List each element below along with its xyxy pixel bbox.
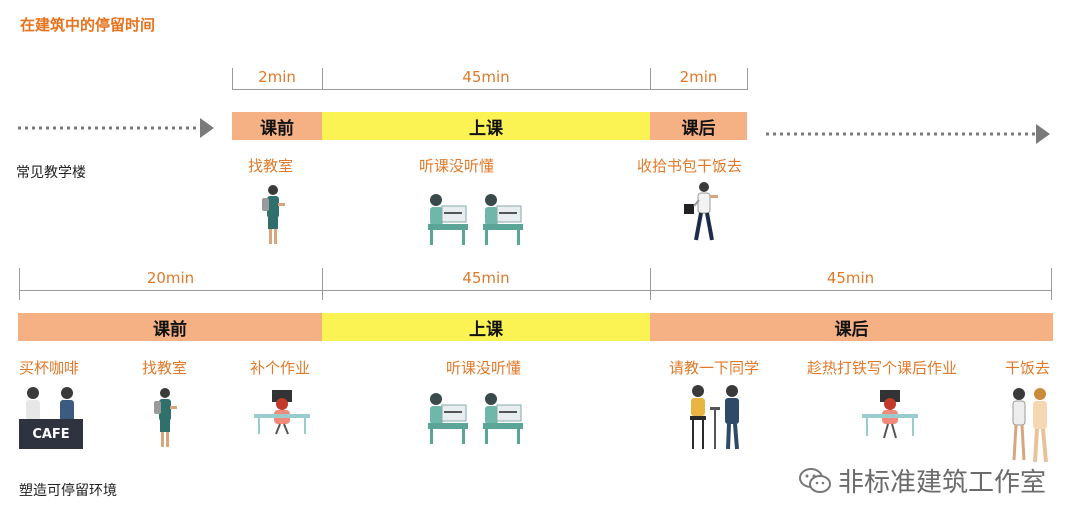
- activity-label: 干饭去: [1005, 359, 1051, 377]
- duration-label: 2min: [258, 68, 296, 86]
- activity-label: 趁热打铁写个课后作业: [807, 359, 958, 377]
- row-label: 常见教学楼: [16, 165, 86, 181]
- wechat-icon: [798, 467, 831, 493]
- dim-tick: [322, 68, 323, 90]
- segment-in-class: 上课: [322, 313, 650, 341]
- two-women-walking-icon: [1012, 388, 1048, 463]
- segment-before-class: 课前: [18, 313, 322, 341]
- activity-label: 听课没听懂: [446, 359, 522, 377]
- segment-after-class: 课后: [650, 313, 1053, 341]
- dim-line: [19, 290, 1052, 291]
- duration-label: 20min: [146, 269, 195, 287]
- diagram-title: 在建筑中的停留时间: [20, 16, 156, 34]
- watermark: 非标准建筑工作室: [798, 462, 1046, 499]
- arrow-right-dotted: [766, 124, 1050, 144]
- duration-label: 45min: [462, 269, 510, 287]
- walking-student-icon: [262, 185, 285, 244]
- dim-tick: [232, 68, 233, 90]
- dim-tick: [1051, 268, 1052, 300]
- dim-tick: [322, 268, 323, 300]
- running-man-icon: [684, 182, 718, 241]
- activity-label: 买杯咖啡: [19, 359, 80, 377]
- students-at-desk-icon: [428, 393, 468, 444]
- students-at-desk-icon: [483, 194, 523, 245]
- activity-label: 听课没听懂: [419, 157, 495, 175]
- student-homework-icon: [862, 390, 918, 439]
- dim-tick: [747, 68, 748, 90]
- duration-label: 45min: [462, 68, 510, 86]
- segment-before-class: 课前: [232, 112, 322, 140]
- cafe-sign: CAFE: [19, 419, 83, 449]
- dim-line: [232, 89, 748, 90]
- row-label: 塑造可停留环境: [19, 483, 117, 499]
- dim-tick: [650, 68, 651, 90]
- activity-label: 找教室: [248, 157, 294, 175]
- activity-label: 请教一下同学: [669, 359, 760, 377]
- dim-tick: [19, 268, 20, 300]
- students-talking-icon: [690, 385, 739, 450]
- student-homework-icon: [254, 390, 310, 435]
- segment-after-class: 课后: [650, 112, 747, 140]
- barista-icon: [26, 387, 74, 422]
- duration-label: 2min: [679, 68, 718, 86]
- activity-label: 收拾书包干饭去: [637, 157, 743, 175]
- walking-student-icon: [154, 388, 177, 447]
- activity-label: 补个作业: [250, 359, 311, 377]
- duration-label: 45min: [826, 269, 875, 287]
- cafe-counter: CAFE: [19, 385, 83, 451]
- watermark-text: 非标准建筑工作室: [837, 468, 1046, 498]
- activity-label: 找教室: [142, 359, 188, 377]
- arrow-left-dotted: [18, 118, 214, 138]
- students-at-desk-icon: [428, 194, 468, 245]
- segment-in-class: 上课: [322, 112, 650, 140]
- students-at-desk-icon: [483, 393, 523, 444]
- dim-tick: [650, 268, 651, 300]
